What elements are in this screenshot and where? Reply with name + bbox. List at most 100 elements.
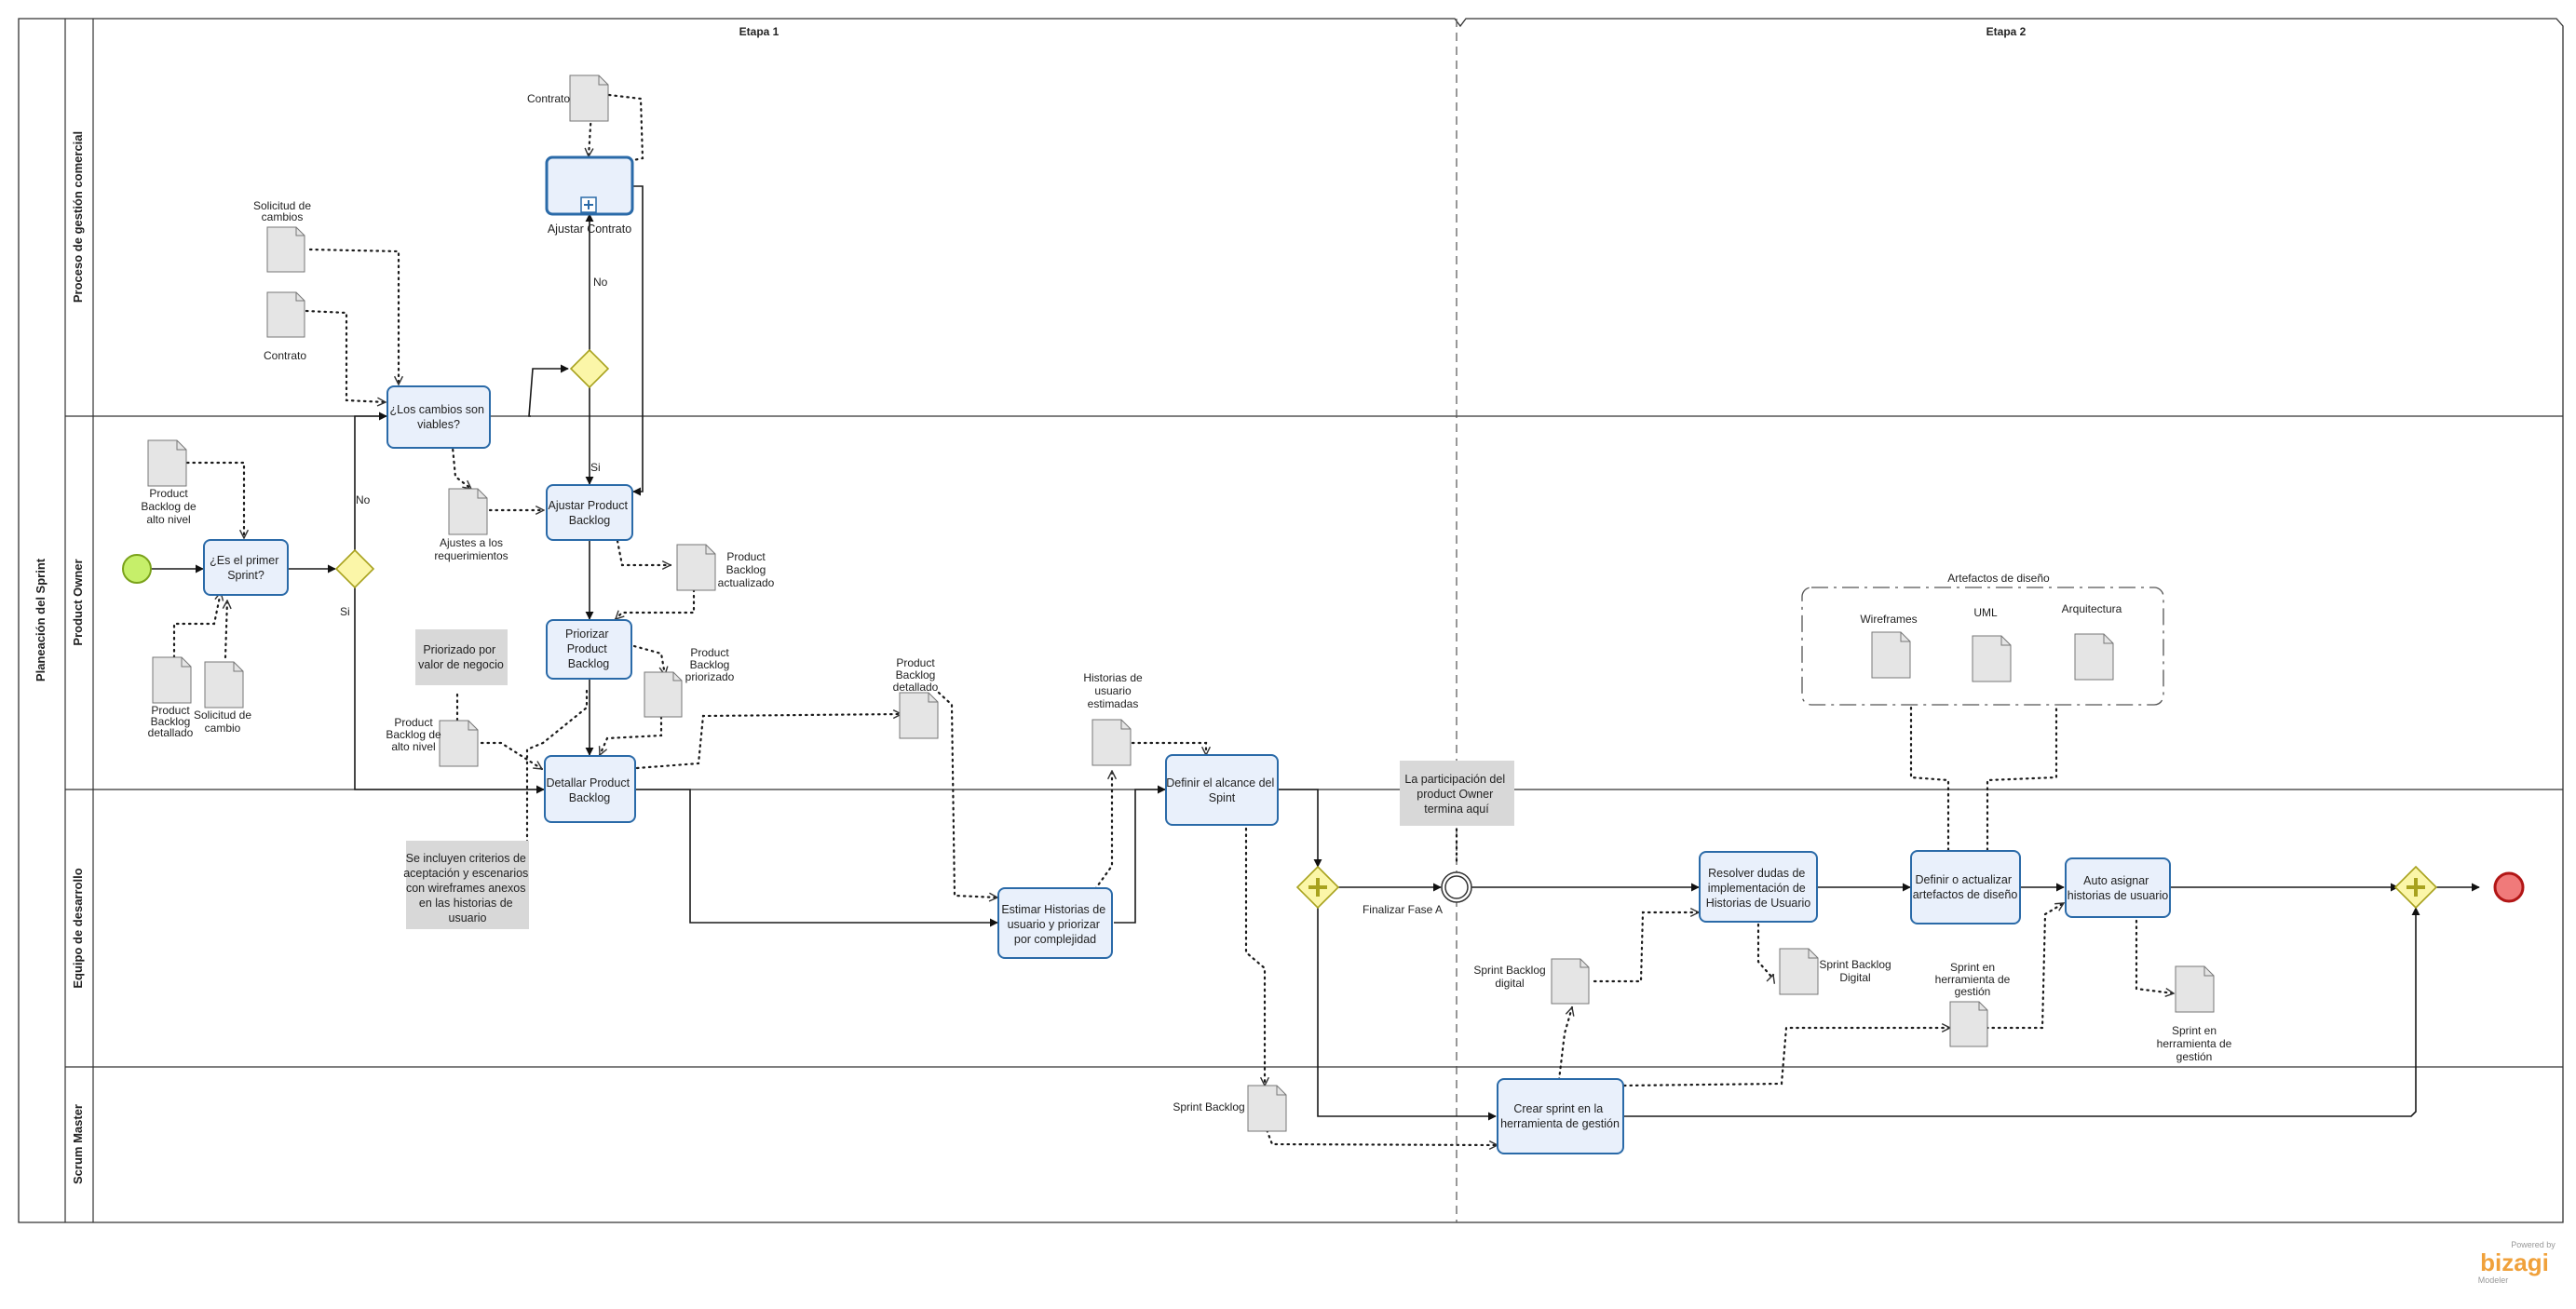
- tasks: Ajustar Contrato ¿Los cambios son viable…: [203, 155, 2171, 1154]
- svg-text:Powered by: Powered by: [2511, 1240, 2556, 1249]
- annotations: Priorizado por valor de negocio La parti…: [403, 629, 1514, 929]
- svg-text:Auto asignar historias: Auto asignar historias de usuario: [2068, 874, 2168, 902]
- svg-text:Resolver dudas de impl: Resolver dudas de implementación de Hist…: [1706, 867, 1811, 910]
- svg-text:bizagi: bizagi: [2480, 1248, 2549, 1276]
- end-event[interactable]: [2493, 871, 2525, 903]
- svg-text:Contrato: Contrato: [264, 349, 306, 362]
- svg-text:Modeler: Modeler: [2478, 1275, 2509, 1285]
- doc-sprint-backlog: Sprint Backlog: [1173, 1085, 1287, 1132]
- label-finalizar-fase: Finalizar Fase A: [1363, 903, 1443, 916]
- parallel-gateway-join[interactable]: [2393, 865, 2438, 910]
- svg-text:Definir o actualizar a: Definir o actualizar artefactos de diseñ…: [1913, 873, 2018, 901]
- start-event[interactable]: [122, 554, 152, 584]
- svg-text:Priorizar Product: Priorizar Product Backlog: [565, 628, 612, 670]
- svg-text:Wireframes: Wireframes: [1860, 613, 1917, 626]
- task-definir-alcance[interactable]: Definir el alcance del Spint: [1165, 754, 1279, 826]
- task-auto-asignar[interactable]: Auto asignar historias de usuario: [2065, 857, 2171, 918]
- svg-text:Se incluyen criterios de: Se incluyen criterios de aceptación y es…: [403, 852, 532, 924]
- task-ajustar-pb[interactable]: Ajustar Product Backlog: [546, 484, 633, 541]
- annotation-priorizado: Priorizado por valor de negocio: [415, 629, 508, 685]
- task-definir-artefactos[interactable]: Definir o actualizar artefactos de diseñ…: [1910, 850, 2021, 924]
- svg-text:Crear sprint en la her: Crear sprint en la herramienta de gestió…: [1500, 1102, 1620, 1130]
- bizagi-logo: Powered by bizagi Modeler: [2478, 1240, 2556, 1285]
- svg-text:Contrato: Contrato: [527, 92, 570, 105]
- gateway-cambios-viables[interactable]: [569, 348, 610, 389]
- sequence-flows: [151, 185, 2480, 1121]
- task-detallar-pb[interactable]: Detallar Product Backlog: [544, 755, 636, 823]
- doc-wireframes: Wireframes: [1860, 613, 1918, 679]
- doc-uml: UML: [1972, 606, 2012, 682]
- task-estimar[interactable]: Estimar Historias de usuario y priorizar…: [997, 887, 1113, 959]
- stage-label-2: Etapa 2: [1986, 25, 2027, 38]
- annotation-participacion: La participación del product Owner termi…: [1400, 761, 1514, 826]
- gateway-primer-sprint[interactable]: [334, 548, 375, 589]
- parallel-gateway-split[interactable]: [1295, 865, 1340, 910]
- label-no-left: No: [356, 493, 371, 506]
- label-si-top: Si: [590, 461, 601, 474]
- label-no-top: No: [593, 276, 608, 289]
- doc-contrato-mid: Contrato: [264, 291, 306, 362]
- svg-text:Estimar Historias de u: Estimar Historias de usuario y priorizar…: [1001, 903, 1108, 946]
- task-priorizar-pb[interactable]: Priorizar Product Backlog: [546, 619, 632, 680]
- doc-arquitectura: Arquitectura: [2062, 602, 2122, 681]
- svg-text:Sprint Backlog: Sprint Backlog: [1173, 1100, 1244, 1113]
- subprocess-ajustar-contrato[interactable]: Ajustar Contrato: [545, 155, 634, 236]
- stage-label-1: Etapa 1: [739, 25, 780, 38]
- task-label: Ajustar Contrato: [548, 223, 631, 236]
- svg-text:UML: UML: [1973, 606, 1998, 619]
- task-primer-sprint[interactable]: ¿Es el primer Sprint?: [203, 539, 289, 596]
- svg-text:Detallar Product Backl: Detallar Product Backlog: [546, 776, 632, 804]
- intermediate-event-finalizar[interactable]: [1441, 871, 1472, 903]
- pool-title: Planeación del Sprint: [34, 558, 47, 681]
- svg-text:Ajustar Product Backlo: Ajustar Product Backlog: [549, 499, 631, 527]
- svg-text:¿Los cambios son viabl: ¿Los cambios son viables?: [390, 403, 488, 431]
- svg-text:¿Es el primer Sprint?: ¿Es el primer Sprint?: [210, 554, 282, 582]
- svg-text:La participación del p: La participación del product Owner termi…: [1404, 773, 1508, 816]
- task-resolver-dudas[interactable]: Resolver dudas de implementación de Hist…: [1699, 851, 1818, 923]
- lane-label-comercial: Proceso de gestión comercial: [71, 131, 85, 303]
- task-crear-sprint[interactable]: Crear sprint en la herramienta de gestió…: [1497, 1078, 1624, 1154]
- svg-text:Priorizado por valor d: Priorizado por valor de negocio: [418, 643, 504, 671]
- svg-text:Definir el alcance del: Definir el alcance del Spint: [1166, 776, 1278, 804]
- label-si-left: Si: [340, 605, 350, 618]
- svg-text:Arquitectura: Arquitectura: [2062, 602, 2122, 615]
- annotation-criterios: Se incluyen criterios de aceptación y es…: [403, 841, 532, 929]
- doc-contrato-top: Contrato: [527, 74, 609, 122]
- lane-label-product-owner: Product Owner: [71, 559, 85, 645]
- events-gateways: No Si No Si Finalizar Fase A: [122, 276, 2525, 916]
- group-artefactos: Artefactos de diseño: [1801, 572, 2164, 706]
- lane-label-scrum-master: Scrum Master: [71, 1104, 85, 1184]
- group-title: Artefactos de diseño: [1947, 572, 2050, 585]
- lane-label-equipo: Equipo de desarrollo: [71, 868, 85, 988]
- task-cambios-viables[interactable]: ¿Los cambios son viables?: [386, 385, 491, 449]
